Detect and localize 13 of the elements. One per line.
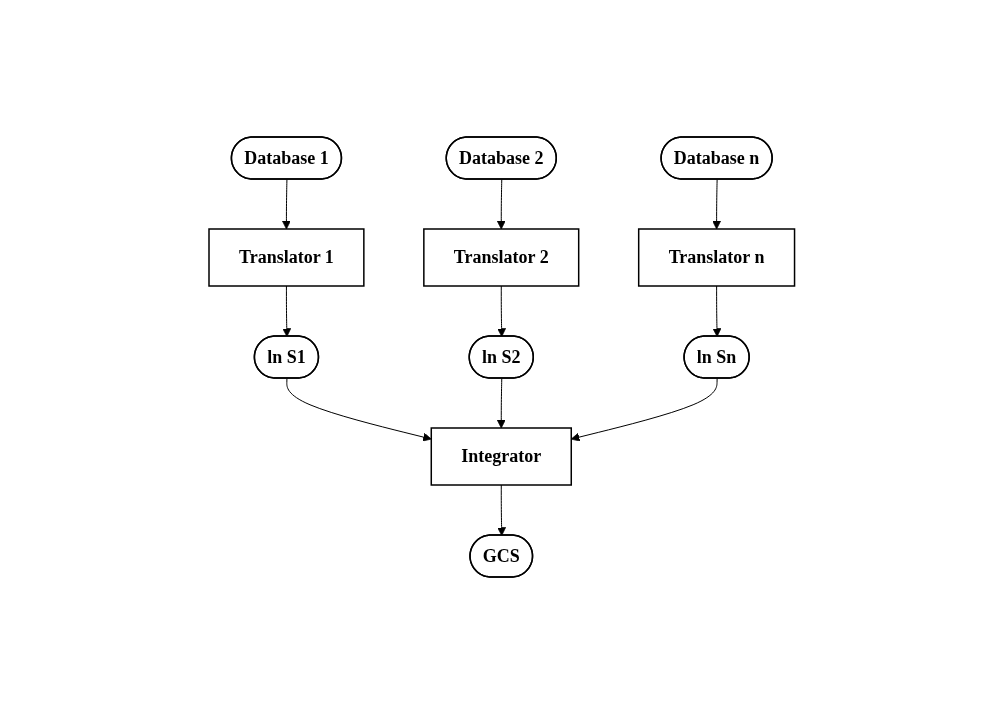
node-box: Translator 2 — [422, 227, 580, 287]
arrow — [282, 285, 291, 337]
arrow — [711, 178, 721, 229]
arrow — [496, 377, 506, 428]
arrow — [281, 178, 291, 229]
arrow — [496, 285, 506, 337]
node-box: Integrator — [430, 426, 572, 486]
node-box: Translator 1 — [207, 227, 365, 287]
arrow — [496, 178, 506, 229]
arrow — [712, 285, 722, 337]
arrow — [496, 484, 506, 536]
arrow — [570, 377, 718, 441]
node-box: Translator n — [637, 227, 795, 287]
